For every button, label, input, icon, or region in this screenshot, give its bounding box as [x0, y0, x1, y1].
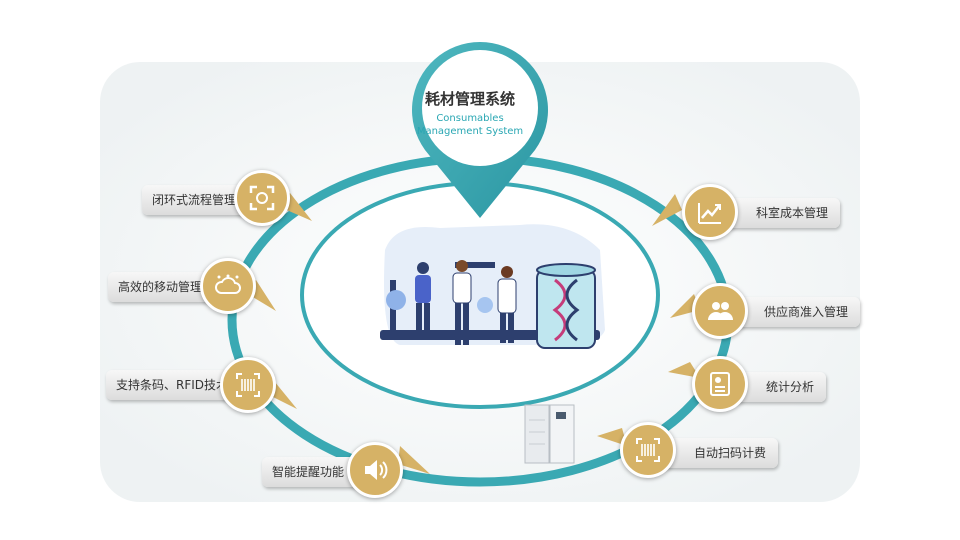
report-icon	[692, 356, 748, 412]
barcode-icon	[220, 357, 276, 413]
scientist-right	[497, 266, 517, 343]
cloud-icon	[200, 258, 256, 314]
scientist-middle	[452, 260, 472, 345]
system-subtitle-line1: Consumables	[436, 113, 504, 124]
server-rack-illustration	[524, 404, 575, 464]
people-icon	[692, 283, 748, 339]
system-subtitle: Consumables Management System	[405, 112, 535, 138]
barcode-scan-icon	[620, 422, 676, 478]
system-subtitle-line2: Management System	[416, 126, 524, 137]
system-title: 耗材管理系统	[424, 90, 515, 108]
center-pin	[412, 42, 548, 218]
dna-tank	[536, 263, 596, 349]
scientist-left	[415, 262, 431, 339]
badge-pointers	[246, 193, 700, 474]
lab-illustration	[380, 224, 605, 349]
target-scan-icon	[234, 170, 290, 226]
trend-chart-icon	[682, 184, 738, 240]
speaker-icon	[347, 442, 403, 498]
